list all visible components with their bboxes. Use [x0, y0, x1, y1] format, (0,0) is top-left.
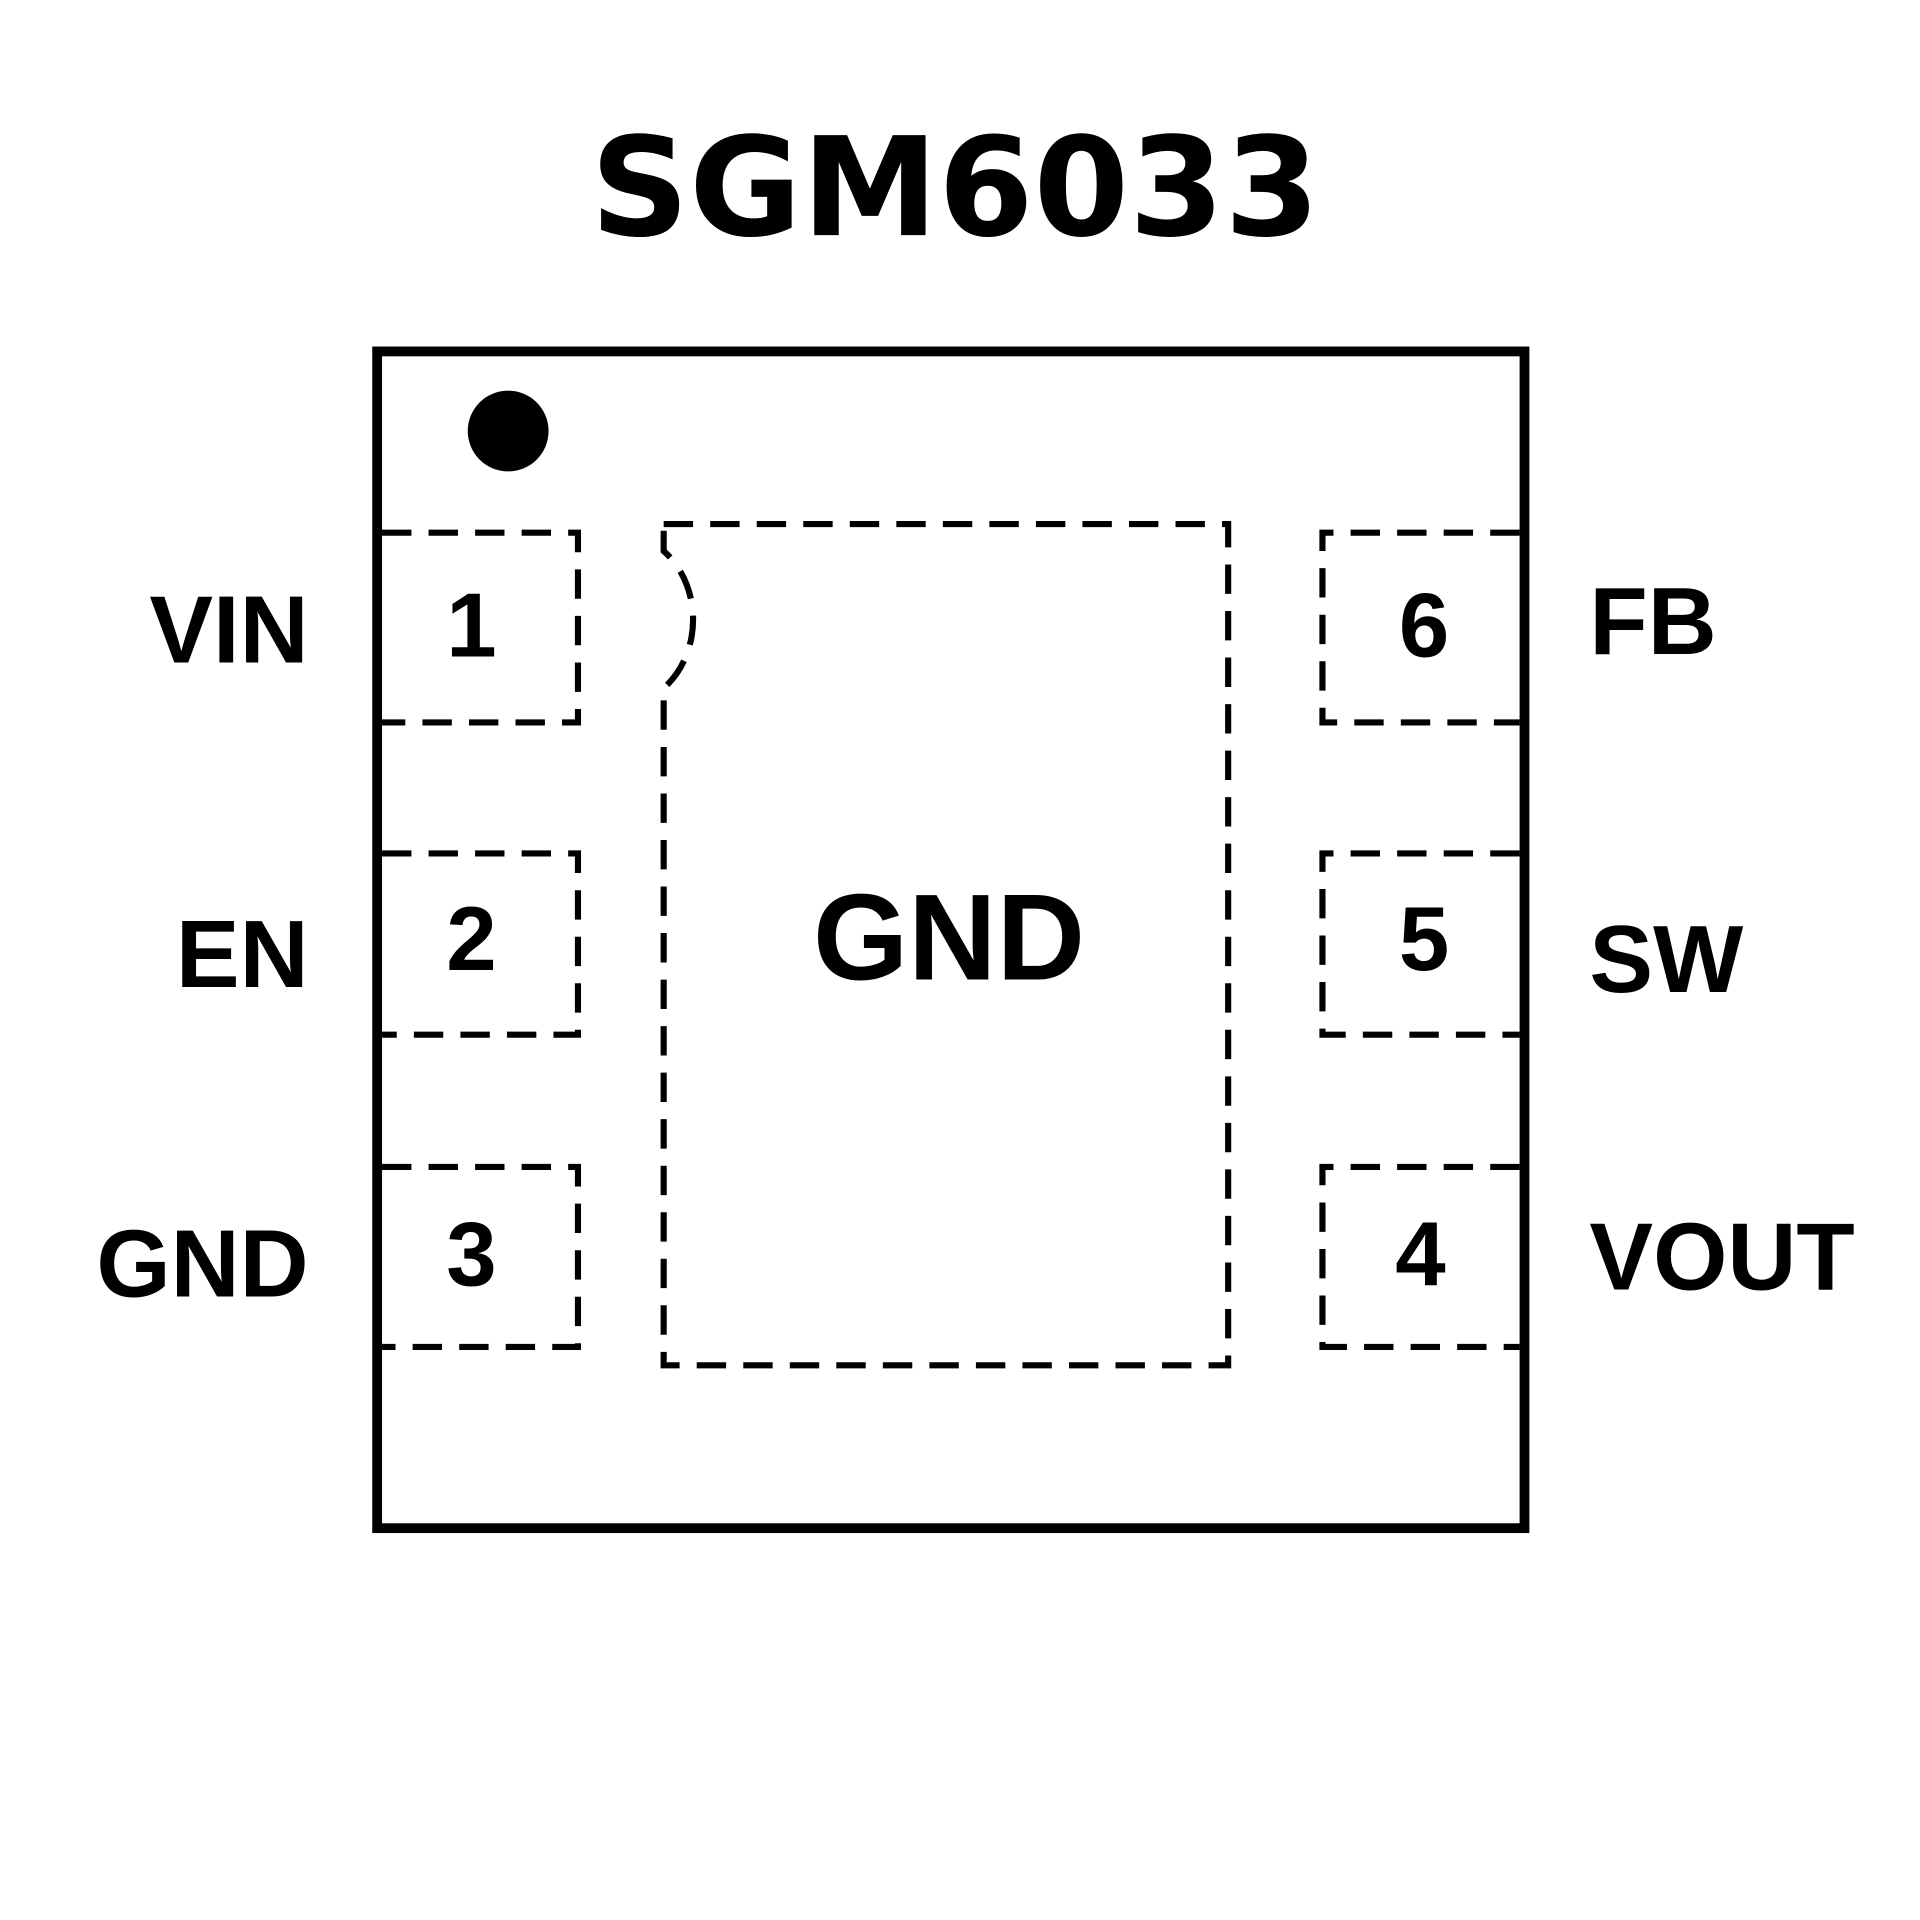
pin-number-1: 1: [446, 575, 496, 676]
pin-pad-5: [1319, 850, 1520, 1038]
pin-name-gnd: GND: [96, 1212, 308, 1318]
pin-name-vin: VIN: [149, 577, 308, 683]
package-outline: [372, 346, 1530, 1534]
pin-name-fb: FB: [1589, 569, 1716, 675]
pin-pad-4: [1319, 1163, 1520, 1350]
pin-number-6: 6: [1399, 575, 1449, 676]
exposed-pad: [660, 521, 1232, 1369]
chip-title: SGM6033: [590, 109, 1319, 268]
pin-pad-2: [382, 850, 582, 1038]
pin-number-5: 5: [1399, 889, 1449, 990]
pin-pad-3: [382, 1163, 582, 1350]
exposed-pad-label: GND: [813, 869, 1085, 1006]
pin-name-vout: VOUT: [1589, 1204, 1854, 1310]
pin-number-3: 3: [446, 1205, 496, 1306]
pin1-marker-dot: [467, 390, 549, 472]
pin-pad-6: [1319, 529, 1520, 726]
pin-name-sw: SW: [1589, 907, 1744, 1013]
pin-name-en: EN: [176, 902, 309, 1008]
pin-number-4: 4: [1395, 1205, 1445, 1306]
pin-pad-1: [382, 529, 582, 726]
pin-number-2: 2: [446, 889, 496, 990]
